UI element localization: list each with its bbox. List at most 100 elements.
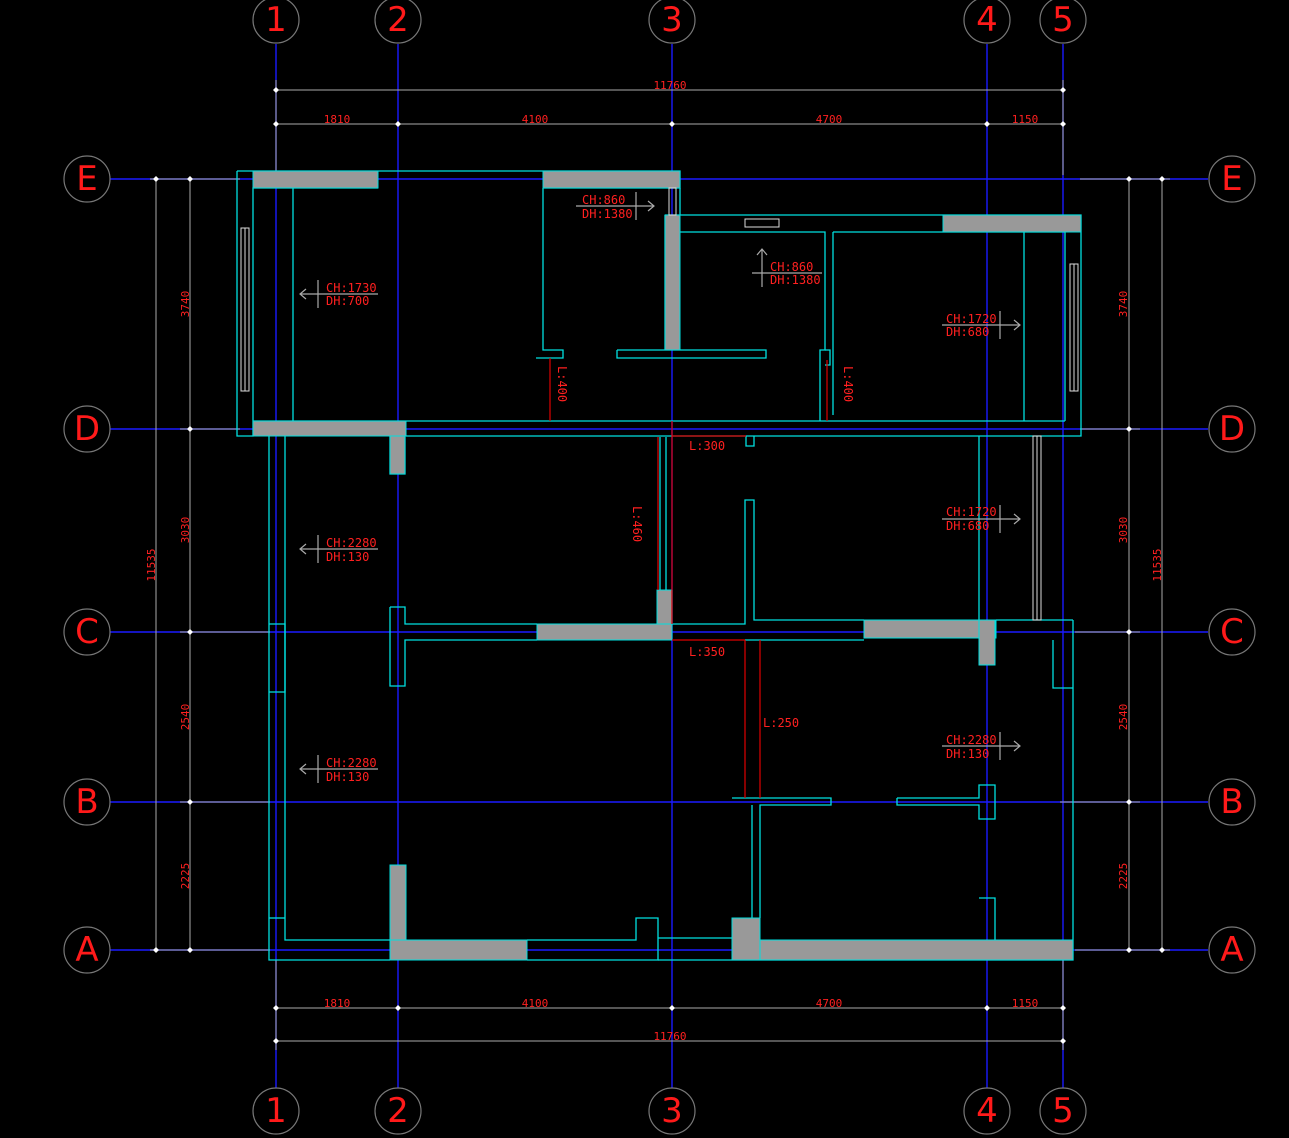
dim-left-seg-2: 3030 [179,517,192,544]
dim-total-bottom: 11760 [653,1030,686,1043]
svg-text:A: A [75,930,98,970]
dim-total-top: 11760 [653,79,686,92]
axis-bubble-right-E: E [1208,155,1256,203]
dim-bottom-seg-1: 1810 [324,997,351,1010]
axis-bubble-left-A: A [63,926,111,974]
dimension-tick [273,1005,279,1011]
axis-bubble-top-5: 5 [1039,0,1087,44]
axis-bubble-bottom-5: 5 [1039,1087,1087,1135]
axis-bubble-left-C: C [63,608,111,656]
svg-text:D: D [1219,409,1245,449]
axis-lines [110,44,1208,1088]
axis-bubble-bottom-4: 4 [963,1087,1011,1135]
dim-right-seg-3: 2540 [1117,704,1130,731]
dimension-tick [187,426,193,432]
svg-text:CH:860: CH:860 [770,260,813,274]
axis-bubble-left-B: B [63,778,111,826]
dimension-tick [153,176,159,182]
svg-text:5: 5 [1052,0,1074,40]
dim-top-seg-4: 1150 [1012,113,1039,126]
dimension-tick [1126,799,1132,805]
windows [240,187,1079,621]
axis-bubble-right-D: D [1208,405,1256,453]
dimension-ticks [153,87,1165,1044]
dimension-tick [1159,947,1165,953]
structural-hatch [252,170,1082,961]
svg-text:4: 4 [976,0,998,40]
svg-text:DH:1380: DH:1380 [582,207,633,221]
axis-bubble-left-E: E [63,155,111,203]
svg-text:2: 2 [387,0,409,40]
dimension-tick [669,1005,675,1011]
dim-total-left: 11535 [145,548,158,581]
ceiling-note-6: CH:1720 DH:680 [942,505,1021,533]
dim-bottom-seg-3: 4700 [816,997,843,1010]
dimension-tick [187,629,193,635]
dimension-tick [1126,947,1132,953]
axis-bubble-top-4: 4 [963,0,1011,44]
svg-text:1: 1 [265,1091,287,1131]
length-label-3: L:300 [689,439,725,453]
svg-text:3: 3 [661,0,683,40]
measurement-lines [549,358,828,798]
dimension-tick [1060,1005,1066,1011]
axis-bubble-right-A: A [1208,926,1256,974]
dim-top-seg-3: 4700 [816,113,843,126]
svg-text:CH:2280: CH:2280 [326,756,377,770]
dimension-tick [1126,176,1132,182]
svg-text:C: C [75,612,99,652]
dim-top-seg-2: 4100 [522,113,549,126]
svg-text:3: 3 [661,1091,683,1131]
axis-bubble-top-1: 1 [252,0,300,44]
svg-text:DH:1380: DH:1380 [770,273,821,287]
ceiling-note-8: CH:2280 DH:130 [299,755,378,784]
ceiling-notes: CH:1730 DH:700 CH:860 DH:1380 CH:860 DH:… [299,192,1021,784]
dim-right-seg-1: 3740 [1117,291,1130,318]
axis-bubbles: 1 2 3 4 5 1 2 3 4 5 E D C B A E D C B A [63,0,1256,1135]
dim-right-seg-2: 3030 [1117,517,1130,544]
svg-text:B: B [1220,782,1243,822]
svg-text:A: A [1220,930,1243,970]
axis-bubble-bottom-2: 2 [374,1087,422,1135]
dimension-tick [395,121,401,127]
dim-left-seg-1: 3740 [179,291,192,318]
svg-text:1: 1 [265,0,287,40]
length-label-6: L:250 [763,716,799,730]
svg-text:DH:680: DH:680 [946,325,989,339]
svg-text:DH:130: DH:130 [326,550,369,564]
ceiling-note-7: CH:2280 DH:130 [942,732,1021,761]
dimension-tick [669,121,675,127]
svg-text:CH:2280: CH:2280 [326,536,377,550]
dimension-tick [187,947,193,953]
ceiling-note-1: CH:1730 DH:700 [299,280,378,308]
dimension-tick [273,1038,279,1044]
ceiling-note-4: CH:1720 DH:680 [942,311,1021,339]
dimension-tick [187,799,193,805]
ceiling-note-5: CH:2280 DH:130 [299,535,378,564]
svg-text:DH:130: DH:130 [946,747,989,761]
svg-text:D: D [74,409,100,449]
dimension-tick [153,947,159,953]
length-label-4: L:460 [630,506,644,542]
dimension-tick [1060,87,1066,93]
length-label-5: L:350 [689,645,725,659]
axis-bubble-left-D: D [63,405,111,453]
dim-top-seg-1: 1810 [324,113,351,126]
svg-text:CH:1730: CH:1730 [326,281,377,295]
axis-bubble-bottom-3: 3 [648,1087,696,1135]
svg-text:2: 2 [387,1091,409,1131]
svg-text:B: B [75,782,98,822]
axis-bubble-right-C: C [1208,608,1256,656]
axis-bubble-right-B: B [1208,778,1256,826]
dim-left-seg-4: 2225 [179,863,192,890]
dimension-tick [187,176,193,182]
svg-text:DH:700: DH:700 [326,294,369,308]
dimension-tick [1159,176,1165,182]
dimension-tick [1126,629,1132,635]
dimension-labels: 11760 1810 4100 4700 1150 1810 4100 4700… [145,79,1164,1043]
svg-text:DH:680: DH:680 [946,519,989,533]
svg-text:C: C [1220,612,1244,652]
svg-text:E: E [1221,159,1242,199]
svg-text:CH:1720: CH:1720 [946,312,997,326]
